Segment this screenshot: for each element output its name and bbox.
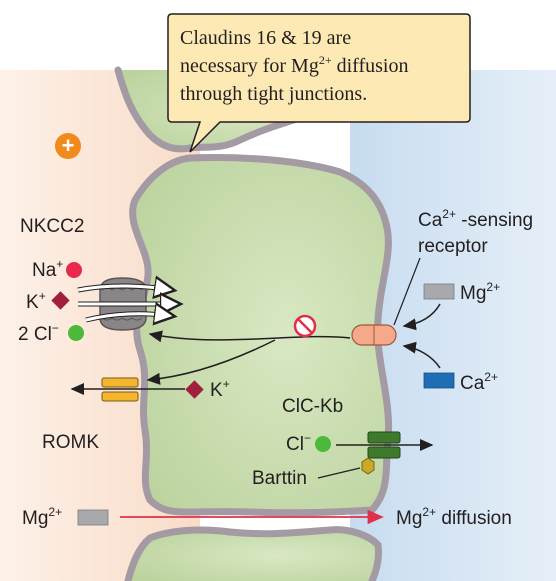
romk-k-ion-icon — [185, 380, 204, 399]
callout-bubble — [167, 13, 471, 153]
casr-inhibit-nkcc2-arrow — [148, 330, 351, 343]
na-sup: + — [56, 257, 63, 271]
barttin-leader — [317, 467, 361, 479]
casr-inhibit-romk-arrow — [146, 339, 276, 385]
mg-to-casr-arrow — [402, 303, 441, 331]
mg-diffusion-text: Mg — [396, 508, 422, 529]
romk-k-label: K+ — [210, 377, 230, 401]
na-ion-icon — [66, 262, 82, 278]
mg-basolateral-text: Mg — [460, 283, 486, 304]
na-text: Na — [32, 260, 57, 281]
romk-label: ROMK — [42, 432, 99, 453]
clckb-cl-sup: − — [304, 431, 311, 445]
clckb-cl-text: Cl — [286, 434, 304, 455]
casr-label-leader — [393, 257, 421, 326]
cell-membranes — [114, 66, 393, 581]
nkcc2-label: NKCC2 — [20, 216, 84, 237]
ca-basolateral-sup: 2+ — [484, 370, 498, 384]
barttin-icon — [361, 457, 375, 475]
cl-text: 2 Cl — [18, 324, 52, 345]
k-text: K — [26, 292, 39, 313]
casr-sensing-text: -sensing — [456, 210, 533, 231]
callout-line-2-pre: necessary for Mg — [180, 55, 319, 77]
apical-membrane — [129, 154, 194, 516]
callout-line-2-post: diffusion — [332, 55, 409, 77]
cl-sup: − — [52, 321, 59, 335]
romk-channel — [101, 377, 139, 402]
callout-line-3: through tight junctions. — [180, 83, 367, 105]
barttin-label: Barttin — [252, 468, 307, 489]
casr-ca-sup: 2+ — [442, 207, 456, 221]
top-junction-membrane — [186, 154, 389, 224]
ca-to-casr-arrow — [402, 341, 441, 369]
claudin-callout: Claudins 16 & 19 are necessary for Mg2+ … — [167, 13, 471, 153]
paracellular-mg-block — [77, 509, 109, 526]
mg-diffusion-label: Mg2+ diffusion — [396, 505, 512, 529]
romk-k-sup: + — [223, 377, 230, 391]
inhibition-icon — [293, 314, 317, 338]
callout-line-1: Claudins 16 & 19 are — [180, 27, 351, 49]
k-ion-icon — [51, 291, 70, 310]
mg-basolateral-block — [423, 283, 455, 300]
ca-basolateral-text: Ca — [460, 373, 485, 394]
paracellular-mg-sup: 2+ — [48, 505, 62, 519]
clckb-cl-label: Cl− — [286, 431, 311, 455]
mg-basolateral-sup: 2+ — [486, 280, 500, 294]
casr-receptor — [351, 324, 397, 346]
nkcc2-na-label: Na+ — [32, 257, 63, 281]
mg-diffusion-sup: 2+ — [422, 505, 436, 519]
romk-k-text: K — [210, 380, 223, 401]
nkcc2-k-label: K+ — [26, 289, 46, 313]
k-sup: + — [39, 289, 46, 303]
clckb-label: ClC-Kb — [282, 396, 343, 417]
paracellular-mg-text: Mg — [22, 508, 48, 529]
clckb-channel — [367, 431, 401, 459]
casr-label-line-2: receptor — [418, 236, 488, 257]
clckb-cl-ion-icon — [315, 436, 331, 452]
mg-basolateral-label: Mg2+ — [460, 280, 500, 304]
cl-ion-icon — [68, 325, 84, 341]
basolateral-membrane — [181, 216, 393, 517]
mg-diffusion-post: diffusion — [436, 508, 512, 529]
lumen-positive-sign: + — [62, 133, 75, 158]
ca-basolateral-block — [423, 372, 455, 389]
lower-cell — [128, 529, 379, 581]
callout-line-2-sup: 2+ — [319, 53, 332, 67]
lower-cell-membrane — [124, 526, 382, 581]
casr-label-line-1: Ca2+ -sensing — [418, 207, 533, 231]
nkcc2-cl-label: 2 Cl− — [18, 321, 59, 345]
casr-ca-text: Ca — [418, 210, 443, 231]
main-cell — [132, 157, 389, 510]
lumen-positive-icon: + — [55, 133, 81, 159]
callout-line-2: necessary for Mg2+ diffusion — [180, 53, 408, 77]
ca-basolateral-label: Ca2+ — [460, 370, 498, 394]
paracellular-mg-label: Mg2+ — [22, 505, 62, 529]
